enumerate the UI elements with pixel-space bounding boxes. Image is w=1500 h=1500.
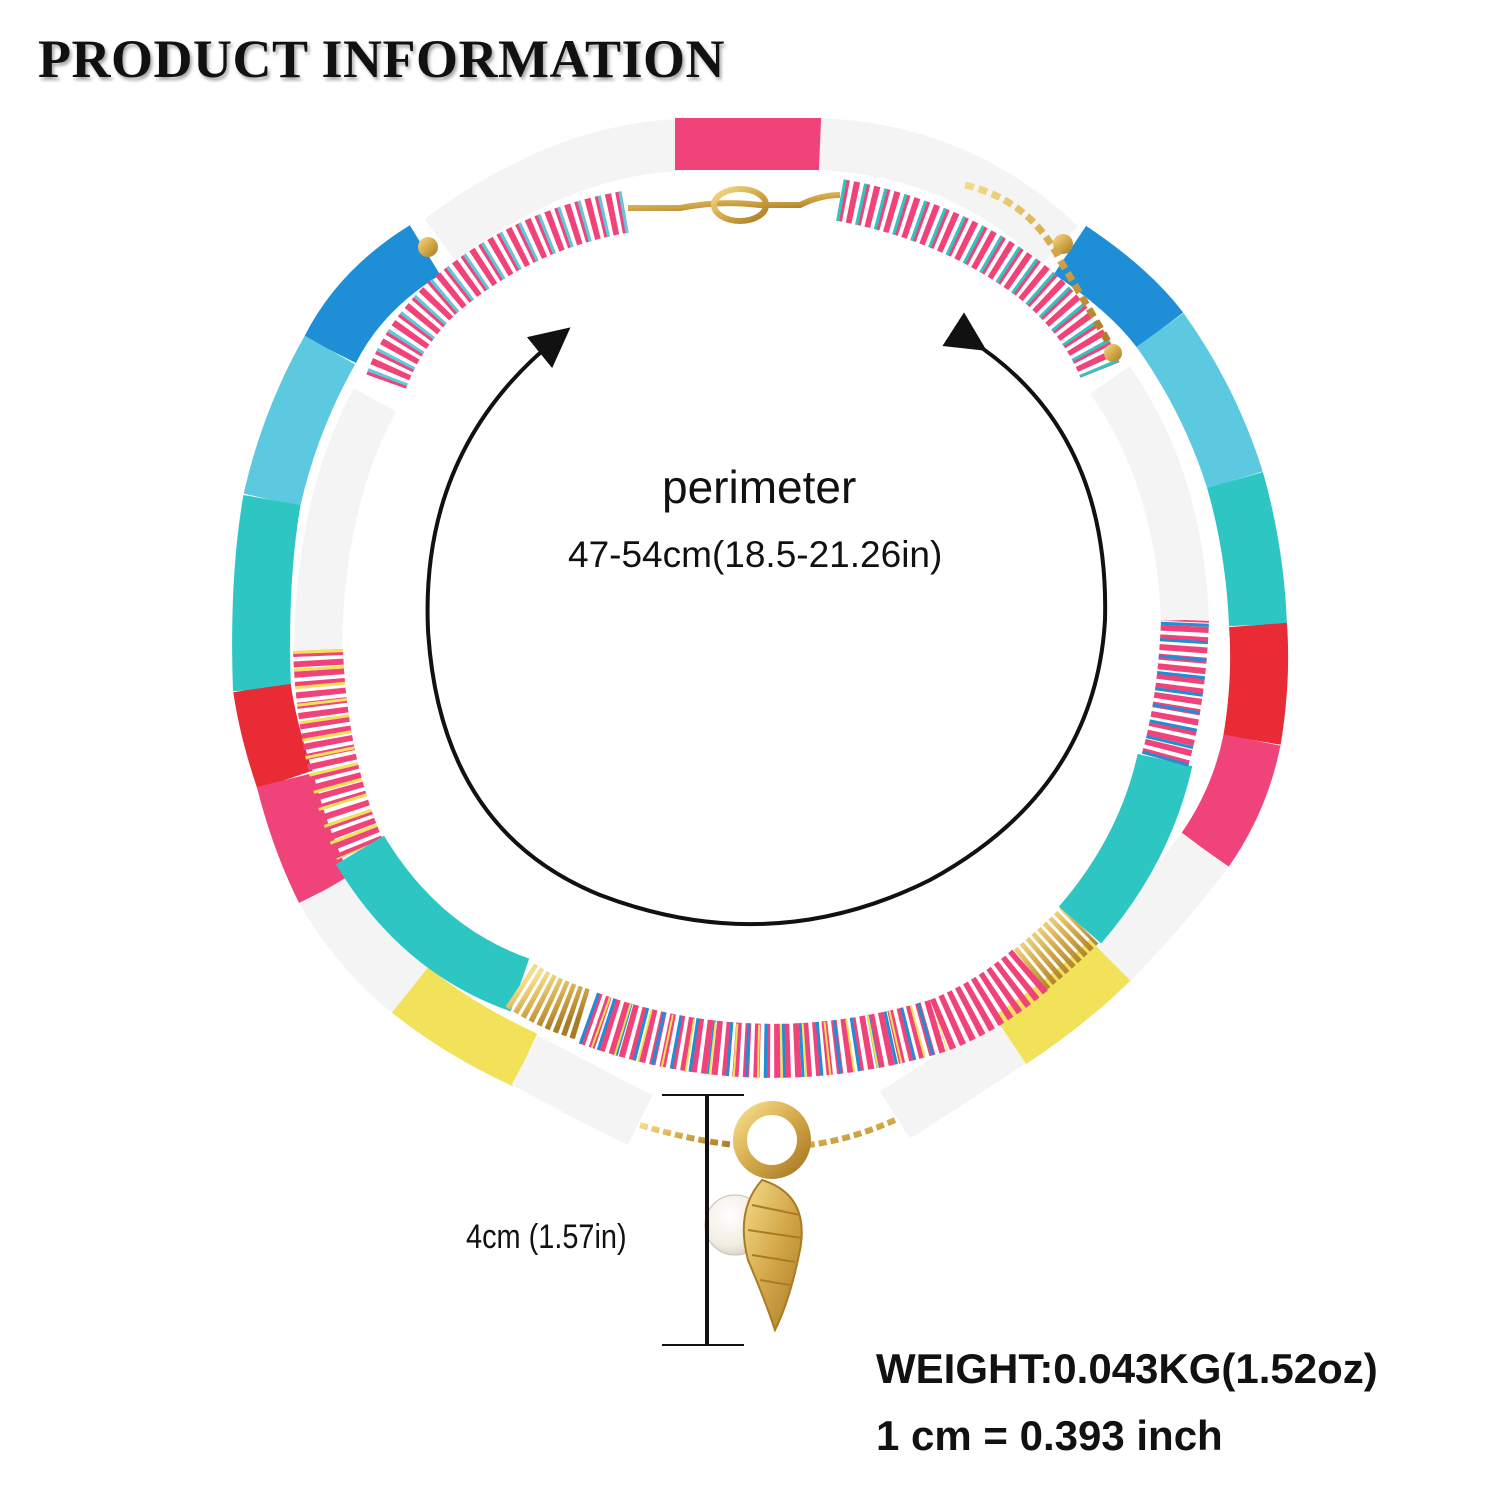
outer-strand-white-top-left (424, 119, 682, 261)
inner-strand-rainbow-top-left-accent (365, 191, 629, 393)
outer-strand-blue-right (1053, 225, 1184, 348)
outer-strand-sky-left (243, 335, 356, 507)
outer-strand-sky-right (1136, 313, 1263, 489)
extender-chain (964, 181, 1114, 347)
inner-strand-rainbow-left (293, 649, 384, 860)
clasp-chain (628, 192, 841, 211)
outer-strand-red-left (233, 683, 313, 790)
inner-strand-rainbow-top-right (836, 179, 1120, 379)
outer-strand-red-right (1223, 622, 1289, 745)
outer-strand-yellow-left (391, 967, 538, 1087)
outer-strand-yellow-right (993, 939, 1131, 1065)
lobster-clasp (711, 186, 769, 224)
spring-ring-clasp (733, 1101, 811, 1179)
outer-strand-turquoise-left (232, 495, 301, 692)
perimeter-label: perimeter (662, 461, 857, 513)
pendant (639, 1101, 897, 1333)
outer-strand-blue-left (304, 225, 441, 364)
pendant-dimension-line (662, 1094, 744, 1346)
shell-charm (742, 1178, 803, 1333)
inner-strand-gold-spacers-right (1013, 906, 1099, 991)
perimeter-value: 47-54cm(18.5-21.26in) (568, 534, 943, 575)
pendant-chain-left (639, 1122, 736, 1148)
outer-strand-white-right-low (1089, 832, 1229, 981)
inner-strand-rainbow-right (1141, 619, 1209, 767)
inner-strand-gold-spacers-left (505, 963, 593, 1040)
outer-strand-pink-right (1181, 733, 1281, 867)
inner-strand-turquoise-left (335, 835, 530, 1012)
outer-strand-white-top-right (818, 118, 1078, 265)
outer-strand-white-left-low (299, 875, 429, 1013)
page-title: PRODUCT INFORMATION (38, 29, 726, 89)
inner-strand-rainbow-bottom-accent (578, 992, 948, 1078)
extender-end-bead (1104, 344, 1122, 362)
outer-strand-white-right-end (879, 1016, 1026, 1139)
inner-strand-white-right (1090, 366, 1209, 621)
pendant-chain-right (807, 1117, 897, 1148)
unit-conversion: 1 cm = 0.393 inch (876, 1412, 1223, 1459)
outer-strand-turquoise-right (1207, 472, 1287, 627)
perimeter-arrow (425, 312, 1108, 927)
outer-necklace (232, 118, 1289, 1146)
pendant-size-label: 4cm (1.57in) (466, 1218, 627, 1256)
inner-strand-turquoise-right (1058, 753, 1193, 944)
inner-necklace (293, 179, 1209, 1079)
outer-strand-white-left-end (511, 1035, 653, 1146)
inner-strand-rainbow-top-left (365, 191, 629, 393)
inner-strand-rainbow-right-low (929, 949, 1048, 1051)
shell-ridges (747, 1204, 803, 1286)
gold-bead-left (418, 237, 438, 257)
inner-strand-white-left (294, 388, 397, 651)
outer-strand-pink-left (256, 772, 352, 903)
weight-spec: WEIGHT:0.043KG(1.52oz) (876, 1345, 1378, 1392)
